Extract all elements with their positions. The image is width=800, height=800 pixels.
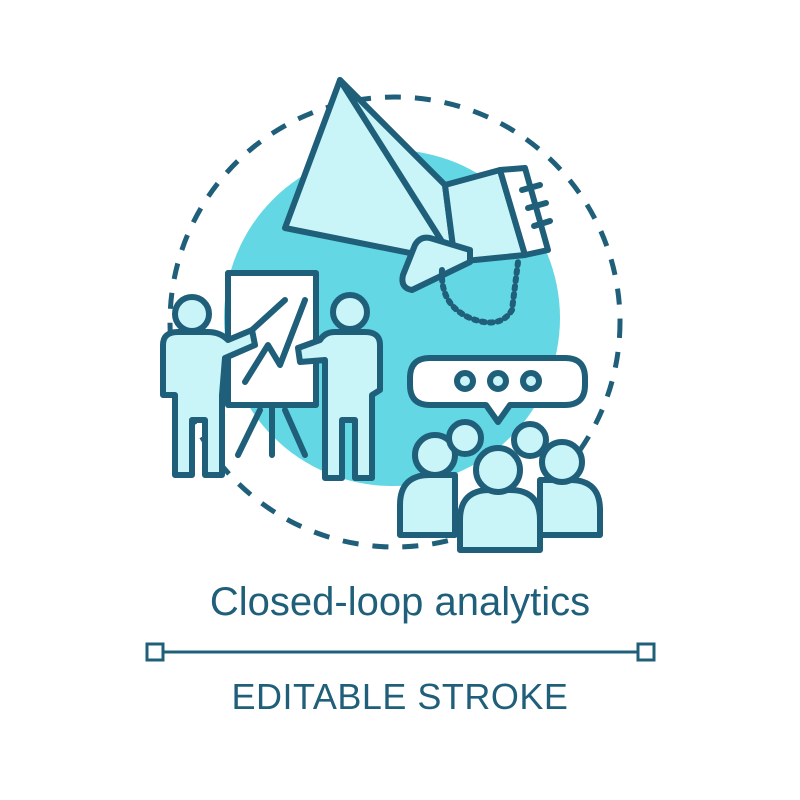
presenter-icon bbox=[160, 294, 288, 478]
speech-bubble-icon bbox=[407, 355, 588, 425]
presenter-icon bbox=[295, 292, 383, 481]
editable-stroke-line bbox=[145, 642, 656, 662]
right-handle-icon bbox=[636, 642, 656, 662]
concept-title: Closed-loop analytics bbox=[209, 580, 591, 624]
audience-icon bbox=[397, 419, 603, 553]
left-handle-icon bbox=[145, 642, 165, 662]
editable-stroke-label: EDITABLE STROKE bbox=[231, 676, 569, 717]
dashed-loop-circle bbox=[167, 94, 623, 550]
megaphone-icon bbox=[282, 77, 553, 326]
